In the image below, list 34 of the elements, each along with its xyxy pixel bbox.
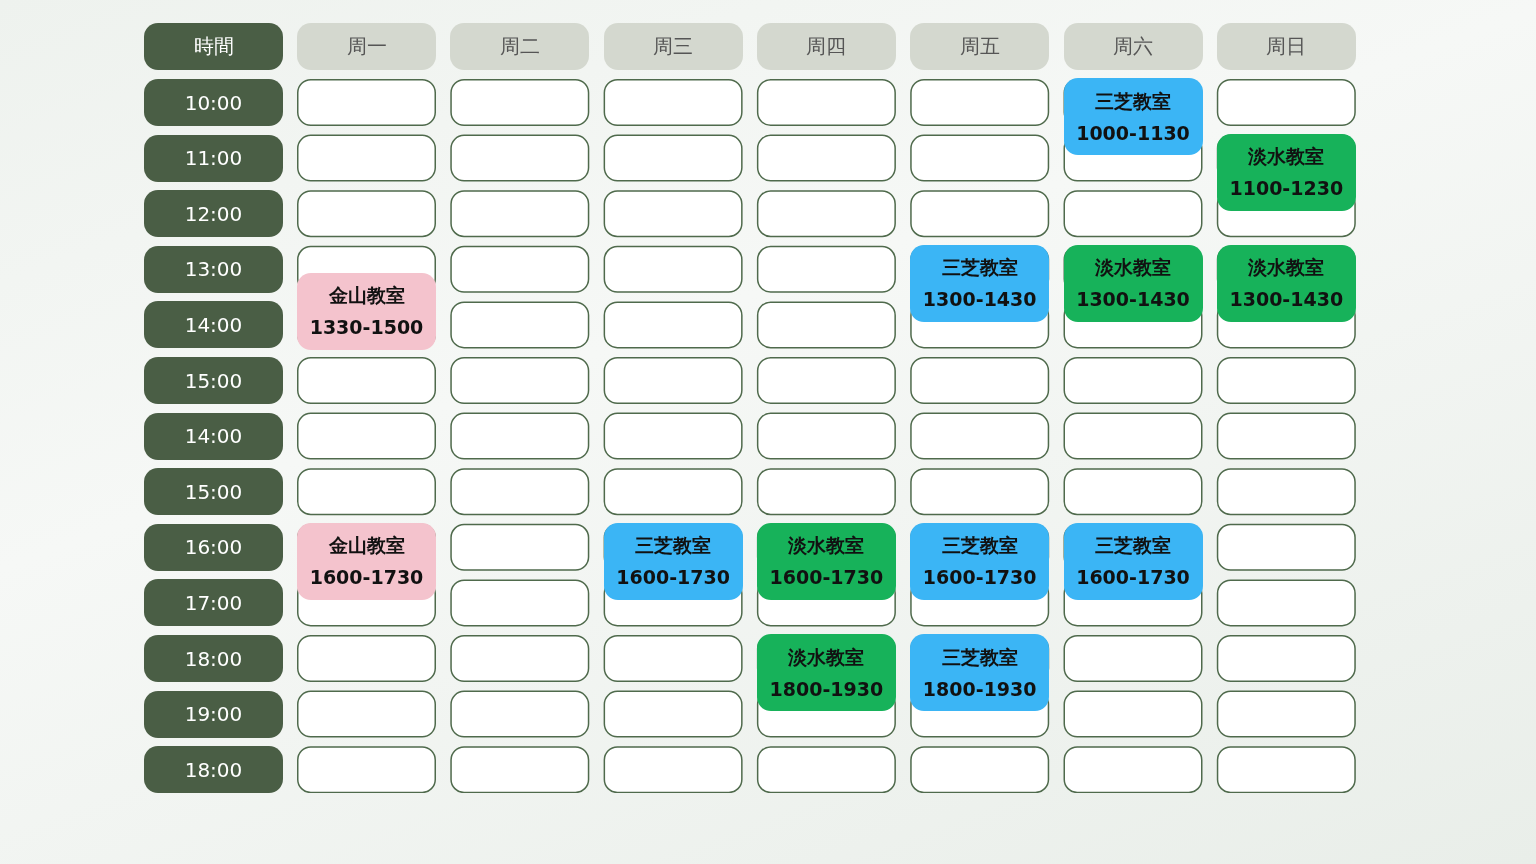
class-block: 三芝教室 1600-1730 <box>603 522 743 600</box>
class-block: 三芝教室 1800-1930 <box>910 634 1050 711</box>
header-cell: 周六 <box>1063 23 1203 70</box>
class-block: 淡水教室 1300-1430 <box>1063 244 1203 322</box>
time-cell: 12:00 <box>144 190 283 238</box>
class-block: 三芝教室 1600-1730 <box>1063 522 1203 600</box>
header-cell: 周四 <box>756 23 896 70</box>
header-cell: 周日 <box>1216 23 1356 70</box>
time-cell: 17:00 <box>144 579 283 627</box>
class-block: 淡水教室 1300-1430 <box>1216 244 1356 322</box>
header-cell: 周五 <box>910 23 1050 70</box>
class-block: 淡水教室 1600-1730 <box>756 522 896 600</box>
time-cell: 19:00 <box>144 690 283 738</box>
class-block: 三芝教室 1300-1430 <box>910 244 1050 322</box>
time-cell: 16:00 <box>144 523 283 571</box>
class-block: 金山教室 1600-1730 <box>297 522 436 600</box>
class-block: 三芝教室 1600-1730 <box>910 522 1050 600</box>
header-cell: 周三 <box>603 23 743 70</box>
time-cell: 13:00 <box>144 245 283 293</box>
time-cell: 15:00 <box>144 468 283 516</box>
header-cell: 周二 <box>450 23 590 70</box>
time-cell: 18:00 <box>144 635 283 682</box>
class-block: 金山教室 1330-1500 <box>297 272 436 350</box>
time-cell: 15:00 <box>144 357 283 404</box>
header-cell: 時間 <box>144 23 283 70</box>
time-cell: 10:00 <box>144 79 283 126</box>
class-block: 淡水教室 1100-1230 <box>1216 133 1356 211</box>
class-block: 淡水教室 1800-1930 <box>756 634 896 711</box>
header-cell: 周一 <box>297 23 436 70</box>
class-block: 三芝教室 1000-1130 <box>1063 78 1203 155</box>
time-cell: 18:00 <box>144 746 283 794</box>
time-cell: 11:00 <box>144 134 283 182</box>
time-cell: 14:00 <box>144 301 283 349</box>
time-cell: 14:00 <box>144 412 283 460</box>
